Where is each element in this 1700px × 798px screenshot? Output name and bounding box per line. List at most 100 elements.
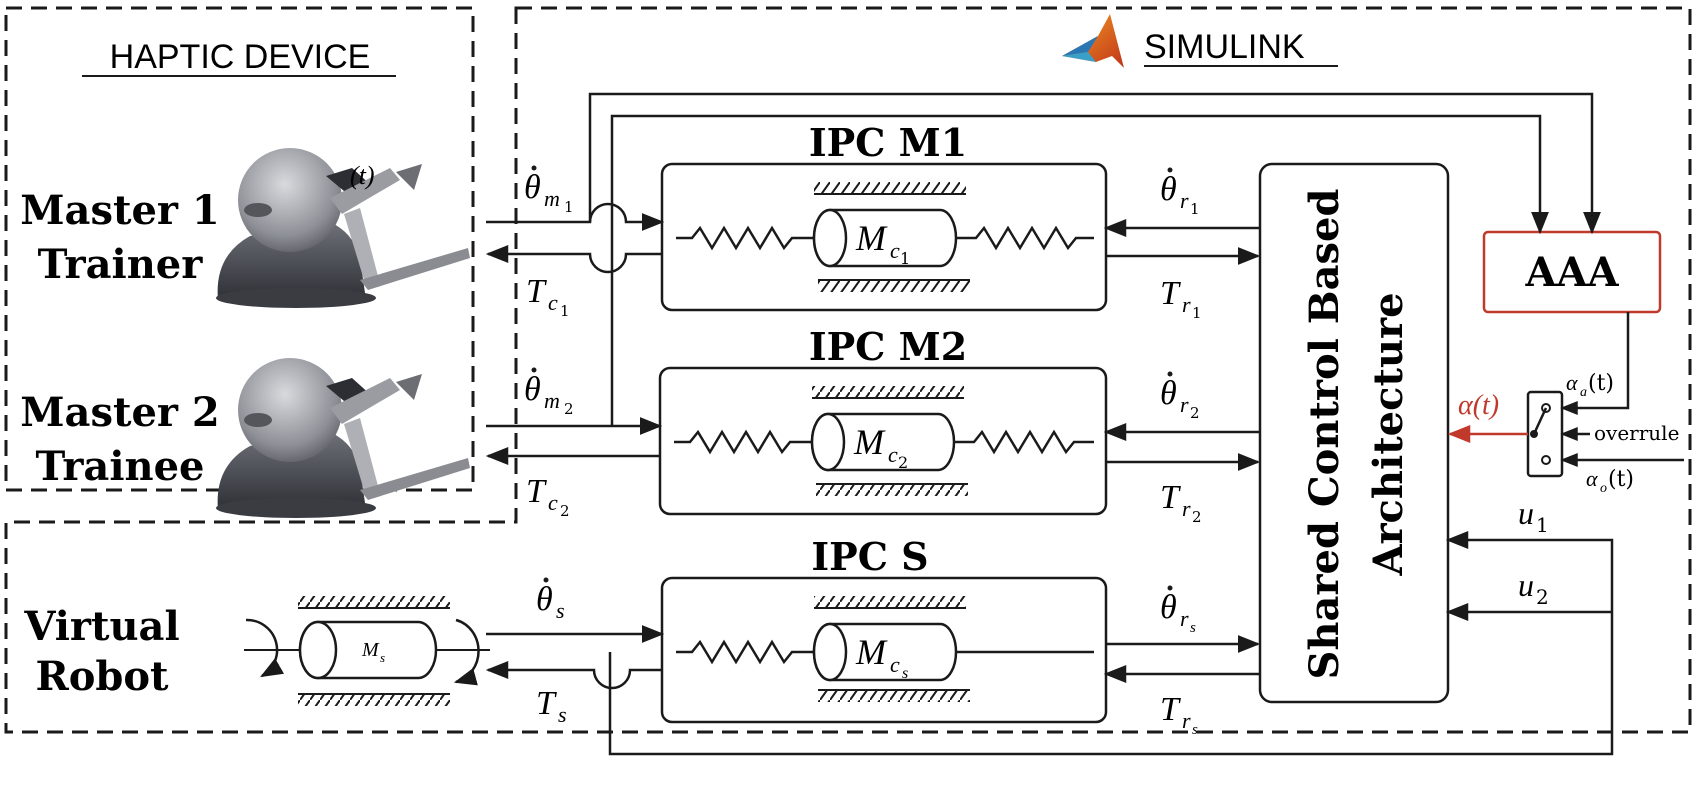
ipc-m2-mass-sub: c [888, 442, 898, 467]
aaa-border [1482, 230, 1662, 314]
label-u1: u 1 [1518, 495, 1549, 537]
ipc-m2-mass: M [853, 422, 886, 462]
svg-text:(t): (t) [1608, 467, 1634, 492]
svg-text:r: r [1182, 496, 1191, 521]
ipc-m2-mass-subsub: 2 [898, 453, 908, 472]
label-u2: u 2 [1518, 567, 1549, 609]
label-theta-s: θ s [536, 577, 565, 623]
svg-text:1: 1 [1536, 513, 1549, 537]
svg-text:m: m [544, 186, 560, 211]
master2-label: Master 2 [20, 389, 219, 436]
svg-text:r: r [1180, 188, 1189, 213]
label-theta-rs: θ r s [1160, 585, 1196, 636]
matlab-logo-icon [1062, 14, 1124, 68]
svg-text:(t): (t) [1588, 371, 1614, 396]
svg-text:u: u [1518, 495, 1534, 531]
signal-lines [485, 92, 1684, 756]
ipc-m1-mass: M [855, 218, 888, 258]
label-alpha-a: α a (t) [1566, 370, 1614, 400]
simulink-region [4, 6, 1692, 734]
label-overrule: overrule [1594, 421, 1679, 445]
haptic-device-title: HAPTIC DEVICE [110, 38, 371, 76]
label-ts: T s [536, 685, 567, 727]
svg-text:u: u [1518, 567, 1534, 603]
svg-text:r: r [1180, 392, 1189, 417]
svg-text:T: T [1160, 479, 1181, 516]
svg-text:s: s [1190, 620, 1196, 636]
svg-text:θ: θ [536, 581, 553, 618]
svg-text:α: α [1566, 370, 1578, 395]
label-theta-m1: θ m 1 [524, 165, 574, 216]
svg-text:s: s [556, 598, 565, 623]
svg-text:r: r [1180, 606, 1189, 631]
svg-text:T: T [526, 473, 547, 510]
label-tc2: T c 2 [526, 473, 570, 520]
svg-text:2: 2 [1536, 585, 1549, 609]
svg-text:s: s [1192, 722, 1198, 738]
simulink-title: SIMULINK [1144, 28, 1305, 66]
svg-text:2: 2 [1192, 508, 1202, 526]
svg-text:1: 1 [1192, 304, 1202, 322]
svg-text:m: m [544, 388, 560, 413]
switch-block [1526, 390, 1564, 478]
svg-text:θ: θ [1160, 171, 1177, 208]
svg-text:α: α [1586, 466, 1598, 491]
svg-text:c: c [548, 490, 558, 515]
svg-text:s: s [558, 702, 567, 727]
haptic-device-2-image [216, 358, 470, 518]
svg-text:T: T [1160, 275, 1181, 312]
ipc-m1-mass-sub: c [890, 238, 900, 263]
svg-text:a: a [1580, 385, 1587, 400]
svg-text:θ: θ [1160, 589, 1177, 626]
haptic-device-1-image: (t) [216, 148, 470, 308]
svg-text:c: c [548, 290, 558, 315]
aaa-block: AAA [1482, 230, 1662, 314]
label-tc1: T c 1 [526, 273, 570, 320]
ipc-s-mass: M [855, 632, 888, 672]
shared-control-block: Shared Control Based Architecture [1258, 162, 1450, 704]
alpha-handle-label: (t) [350, 161, 375, 190]
svg-text:o: o [1600, 481, 1607, 496]
virtual-robot-label: Virtual [23, 603, 179, 650]
svg-text:r: r [1182, 708, 1191, 733]
svg-text:T: T [1160, 691, 1181, 728]
svg-text:2: 2 [564, 400, 574, 418]
ipc-m2-block: IPC M2 M c 2 [658, 324, 1108, 516]
master1-label: Master 1 [20, 187, 219, 234]
svg-text:T: T [526, 273, 547, 310]
ipc-s-block: IPC S M c s [660, 534, 1108, 724]
svg-text:θ: θ [524, 371, 541, 408]
svg-text:1: 1 [564, 198, 574, 216]
ipc-m1-mass-subsub: 1 [900, 249, 910, 268]
svg-text:1: 1 [560, 302, 570, 320]
virtual-robot-mass: M s [244, 596, 490, 706]
label-theta-r1: θ r 1 [1160, 167, 1200, 218]
label-trs: T r s [1160, 691, 1198, 738]
svg-text:1: 1 [1190, 200, 1200, 218]
ipc-s-mass-sub: c [890, 652, 900, 677]
robot-mass-label: M [361, 639, 380, 661]
shared-control-label-2: Architecture [1365, 292, 1412, 576]
ipc-m2-title: IPC M2 [809, 324, 967, 369]
label-alpha-o: α o (t) [1586, 466, 1634, 496]
label-tr2: T r 2 [1160, 479, 1202, 526]
aaa-label: AAA [1524, 249, 1619, 296]
master2-role: Trainee [35, 443, 204, 490]
robot-mass-sub: s [380, 650, 385, 665]
svg-text:2: 2 [1190, 404, 1200, 422]
ipc-m1-title: IPC M1 [809, 120, 967, 165]
label-tr1: T r 1 [1160, 275, 1202, 322]
ipc-m1-block: IPC M1 M c 1 [660, 120, 1108, 312]
label-theta-m2: θ m 2 [524, 367, 574, 418]
svg-text:r: r [1182, 292, 1191, 317]
ipc-s-title: IPC S [811, 534, 928, 579]
svg-text:θ: θ [524, 169, 541, 206]
svg-text:2: 2 [560, 502, 570, 520]
label-alpha-t: α(t) [1458, 390, 1499, 421]
master1-role: Trainer [38, 241, 204, 288]
shared-control-label: Shared Control Based [1301, 189, 1348, 680]
ipc-s-mass-subsub: s [902, 665, 908, 682]
svg-text:T: T [536, 685, 557, 722]
label-theta-r2: θ r 2 [1160, 371, 1200, 422]
